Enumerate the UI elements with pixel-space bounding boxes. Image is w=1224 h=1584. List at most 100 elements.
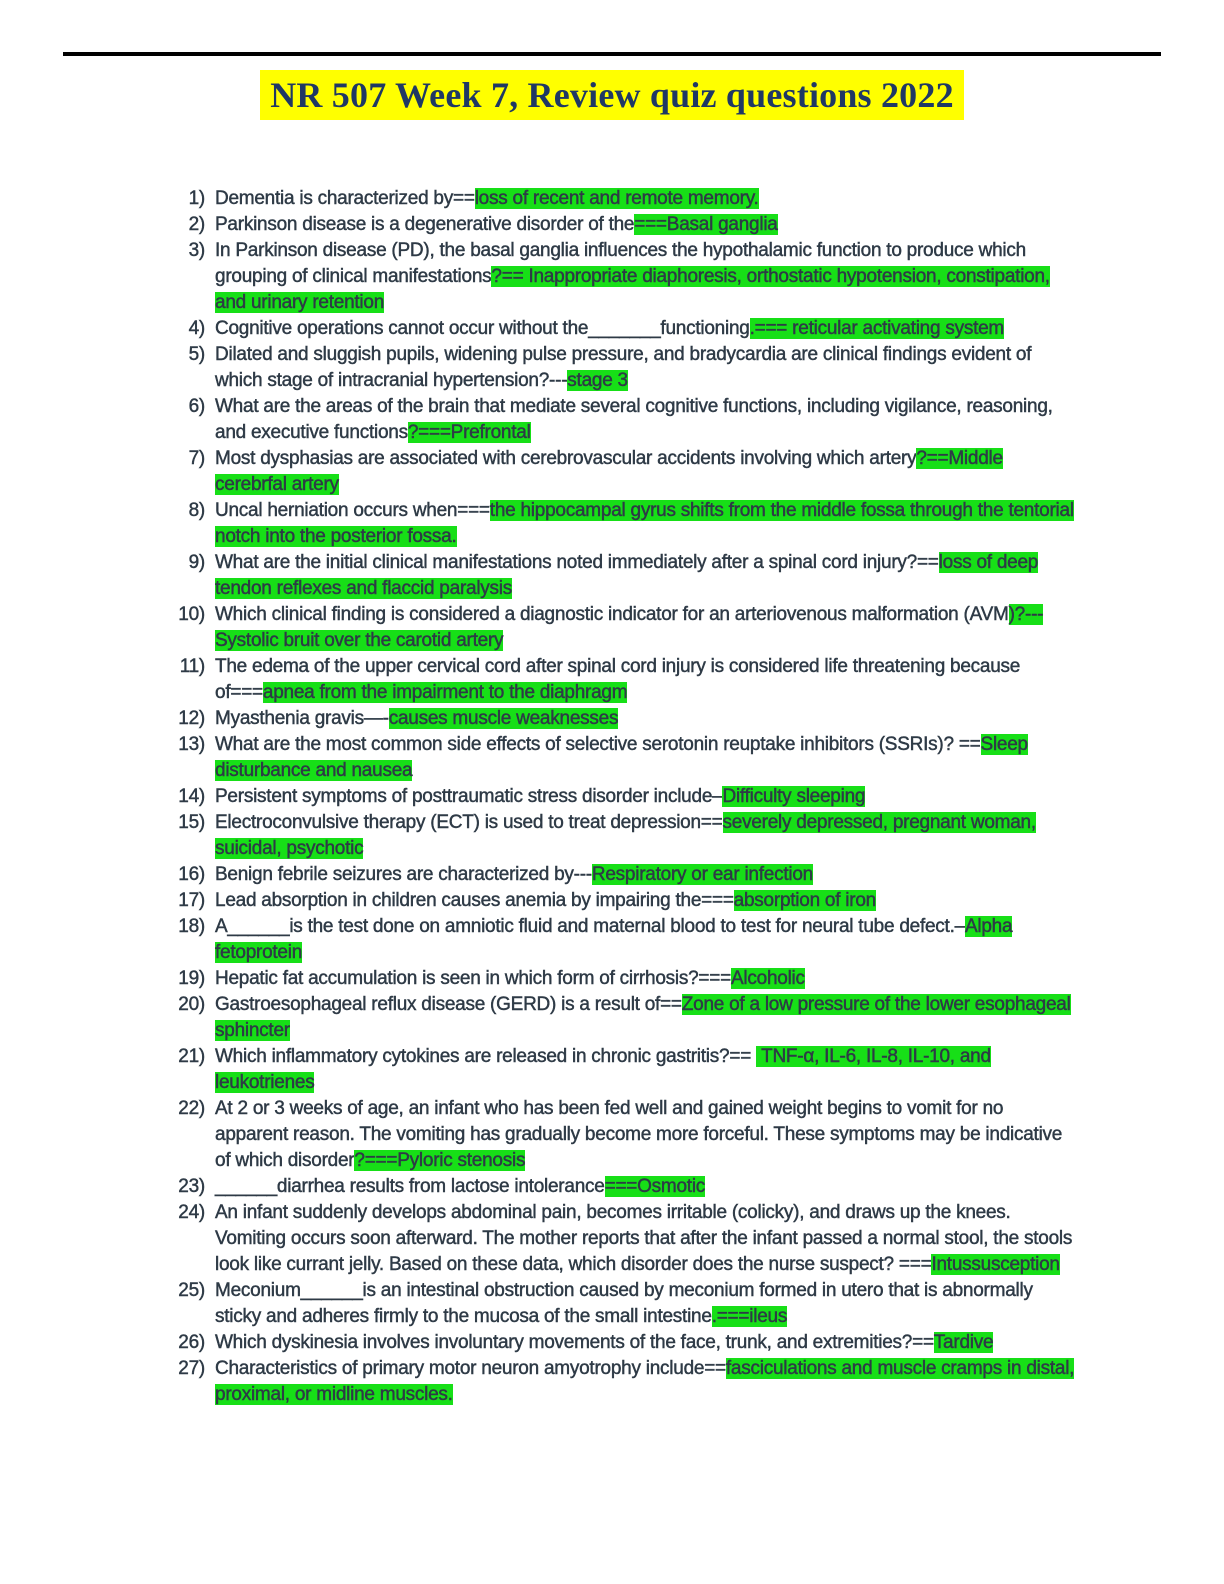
question-number: 8) — [188, 500, 205, 521]
question-number: 18) — [178, 916, 205, 937]
question-text: At 2 or 3 weeks of age, an infant who ha… — [215, 1098, 1063, 1171]
answer-highlight: Difficulty sleeping — [722, 786, 866, 807]
question-item: 7) Most dysphasias are associated with ce… — [188, 446, 1077, 498]
question-item: 15) Electroconvulsive therapy (ECT) is us… — [178, 810, 1077, 862]
question-number: 11) — [179, 656, 205, 677]
question-text: Dilated and sluggish pupils, widening pu… — [215, 344, 1032, 391]
answer-highlight: ===Basal ganglia — [634, 214, 778, 235]
answer-highlight: ===Osmotic — [604, 1176, 706, 1197]
question-number: 17) — [178, 890, 205, 911]
question-item: 21) Which inflammatory cytokines are rele… — [178, 1044, 1077, 1096]
title-row: NR 507 Week 7, Review quiz questions 202… — [0, 70, 1224, 120]
question-item: 9) What are the initial clinical manifest… — [188, 550, 1077, 602]
question-text: Lead absorption in children causes anemi… — [215, 890, 734, 911]
question-text: Dementia is characterized by== — [215, 188, 475, 209]
question-text: Electroconvulsive therapy (ECT) is used … — [215, 812, 723, 833]
question-item: 13) What are the most common side effects… — [178, 732, 1077, 784]
question-text: Which clinical finding is considered a d… — [215, 604, 1009, 625]
question-number: 1) — [188, 188, 205, 209]
question-item: 4) Cognitive operations cannot occur with… — [188, 316, 1077, 342]
question-item: 22) At 2 or 3 weeks of age, an infant who… — [178, 1096, 1077, 1174]
question-number: 4) — [188, 318, 205, 339]
question-text: Which dyskinesia involves involuntary mo… — [215, 1332, 934, 1353]
question-item: 11) The edema of the upper cervical cord … — [179, 654, 1077, 706]
question-number: 9) — [188, 552, 205, 573]
question-number: 19) — [178, 968, 205, 989]
question-text: Meconium______is an intestinal obstructi… — [215, 1280, 1033, 1327]
answer-highlight: absorption of iron — [733, 890, 876, 911]
question-text: ______diarrhea results from lactose into… — [215, 1176, 605, 1197]
question-number: 26) — [178, 1332, 205, 1353]
question-number: 6) — [188, 396, 205, 417]
question-number: 7) — [188, 448, 205, 469]
answer-highlight: .=== reticular activating system — [749, 318, 1004, 339]
question-text: In Parkinson disease (PD), the basal gan… — [215, 240, 1027, 287]
question-number: 12) — [178, 708, 205, 729]
question-text: Most dysphasias are associated with cere… — [215, 448, 917, 469]
question-text: The edema of the upper cervical cord aft… — [215, 656, 1021, 703]
question-item: 1) Dementia is characterized by==loss of … — [188, 186, 1077, 212]
question-text: What are the most common side effects of… — [215, 734, 981, 755]
question-item: 8)Uncal herniation occurs when===the hip… — [188, 498, 1077, 550]
question-item: 18) A______is the test done on amniotic f… — [178, 914, 1077, 966]
page-title: NR 507 Week 7, Review quiz questions 202… — [260, 70, 964, 120]
question-number: 15) — [178, 812, 205, 833]
question-text: Persistent symptoms of posttraumatic str… — [215, 786, 723, 807]
question-number: 23) — [178, 1176, 205, 1197]
question-number: 25) — [178, 1280, 205, 1301]
question-text: Myasthenia gravis—- — [215, 708, 389, 729]
question-item: 10) Which clinical finding is considered … — [178, 602, 1077, 654]
question-text: What are the areas of the brain that med… — [215, 396, 1053, 443]
question-number: 2) — [188, 214, 205, 235]
question-number: 10) — [178, 604, 205, 625]
question-text: An infant suddenly develops abdominal pa… — [215, 1202, 1073, 1275]
question-item: 17) Lead absorption in children causes an… — [178, 888, 1077, 914]
question-item: 25) Meconium______is an intestinal obstru… — [178, 1278, 1077, 1330]
question-item: 12) Myasthenia gravis—-causes muscle weak… — [178, 706, 1077, 732]
question-number: 16) — [178, 864, 205, 885]
question-number: 3) — [188, 240, 205, 261]
answer-highlight: Alcoholic — [730, 968, 805, 989]
horizontal-rule — [63, 52, 1161, 56]
question-text: Which inflammatory cytokines are release… — [215, 1046, 757, 1067]
question-number: 14) — [178, 786, 205, 807]
question-item: 27) Characteristics of primary motor neur… — [178, 1356, 1077, 1408]
answer-highlight: Tardive — [933, 1332, 994, 1353]
question-item: 5) Dilated and sluggish pupils, widening … — [188, 342, 1077, 394]
question-item: 16) Benign febrile seizures are character… — [178, 862, 1077, 888]
question-number: 5) — [188, 344, 205, 365]
question-text: What are the initial clinical manifestat… — [215, 552, 939, 573]
answer-highlight: ?===Prefrontal — [407, 422, 531, 443]
question-text: Characteristics of primary motor neuron … — [215, 1358, 727, 1379]
answer-highlight: causes muscle weaknesses — [388, 708, 619, 729]
question-item: 20) Gastroesophageal reflux disease (GERD… — [178, 992, 1077, 1044]
answer-highlight: apnea from the impairment to the diaphra… — [262, 682, 628, 703]
answer-highlight: ?===Pyloric stenosis — [354, 1150, 526, 1171]
question-text: A______is the test done on amniotic flui… — [215, 916, 966, 937]
question-number: 22) — [178, 1098, 205, 1119]
question-text: Cognitive operations cannot occur withou… — [215, 318, 750, 339]
question-item: 6) What are the areas of the brain that m… — [188, 394, 1077, 446]
question-text: Uncal herniation occurs when=== — [215, 500, 490, 521]
answer-highlight: stage 3 — [567, 370, 628, 391]
question-number: 20) — [178, 994, 205, 1015]
question-text: Benign febrile seizures are characterize… — [215, 864, 593, 885]
question-item: 3) In Parkinson disease (PD), the basal g… — [188, 238, 1077, 316]
question-item: 14) Persistent symptoms of posttraumatic … — [178, 784, 1077, 810]
answer-highlight: Respiratory or ear infection — [591, 864, 814, 885]
question-text: Hepatic fat accumulation is seen in whic… — [215, 968, 732, 989]
question-text: Parkinson disease is a degenerative diso… — [215, 214, 635, 235]
answer-highlight: .===ileus — [711, 1306, 788, 1327]
question-number: 13) — [178, 734, 205, 755]
question-list: 1) Dementia is characterized by==loss of … — [178, 186, 1077, 1408]
answer-highlight: loss of recent and remote memory. — [474, 188, 759, 209]
question-item: 19) Hepatic fat accumulation is seen in w… — [178, 966, 1077, 992]
question-number: 27) — [178, 1358, 205, 1379]
question-item: 26) Which dyskinesia involves involuntary… — [178, 1330, 1077, 1356]
question-item: 24)An infant suddenly develops abdominal… — [178, 1200, 1077, 1278]
answer-highlight: Intussusception — [931, 1254, 1060, 1275]
question-text: Gastroesophageal reflux disease (GERD) i… — [215, 994, 682, 1015]
question-item: 2) Parkinson disease is a degenerative di… — [188, 212, 1077, 238]
question-number: 21) — [178, 1046, 205, 1067]
question-item: 23) ______diarrhea results from lactose i… — [178, 1174, 1077, 1200]
